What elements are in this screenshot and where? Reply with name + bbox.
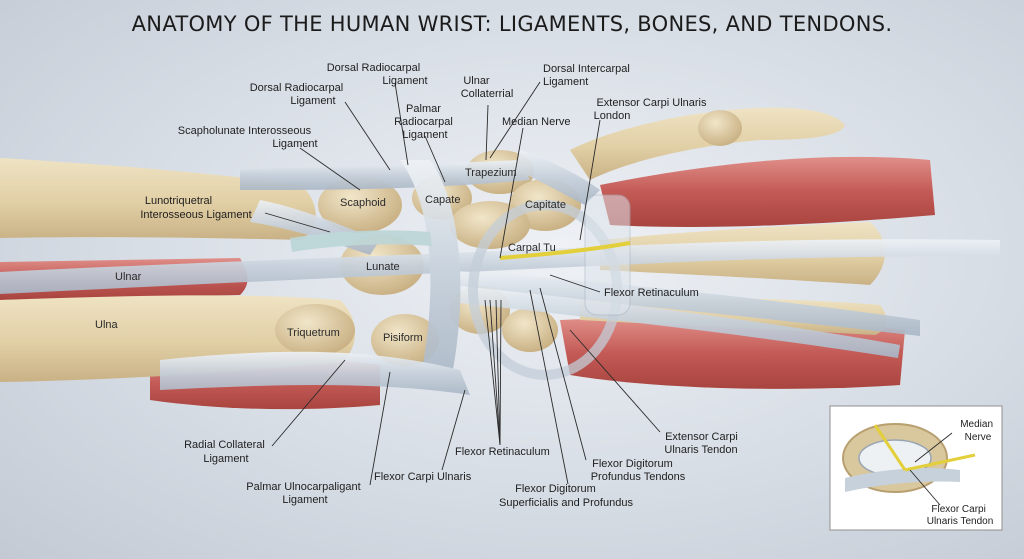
- label-triquetrum: Triquetrum: [287, 327, 340, 339]
- inset-nerve: [873, 424, 976, 472]
- retinaculum-sheath: [584, 194, 631, 316]
- inset-tendon: [845, 467, 960, 492]
- label-palmar-ulnocarpal: Palmar Ulnocarpaligant Ligament: [246, 481, 363, 506]
- inset-label-median-nerve: Median Nerve: [960, 419, 996, 443]
- label-ulnar-collateral: Ulnar Collaterrial: [461, 75, 514, 100]
- callouts: Dorsal Radiocarpal Ligament Dorsal Radio…: [140, 62, 741, 509]
- leader-lines: [264, 81, 661, 486]
- label-median-nerve: Median Nerve: [502, 116, 570, 128]
- tendon-band-2: [450, 285, 900, 358]
- muscle-upper-right: [600, 156, 935, 227]
- label-extensor-carpi-ulnaris-london: Extensor Carpi Ulnaris London: [594, 97, 710, 122]
- thumb-bone: [570, 107, 845, 180]
- page-title: ANATOMY OF THE HUMAN WRIST: LIGAMENTS, B…: [131, 12, 893, 36]
- label-palmar-radiocarpal: Palmar Radiocarpal Ligament: [394, 103, 456, 141]
- tendon-band-lower: [440, 270, 920, 336]
- label-scapholunate: Scapholunate Interosseous Ligament: [178, 125, 318, 150]
- label-flexor-digitorum-prof: Flexor Digitorum Profundus Tendons: [591, 458, 686, 483]
- label-dorsal-radiocarpal-2: Dorsal Radiocarpal Ligament: [327, 62, 428, 87]
- label-dorsal-radiocarpal-1: Dorsal Radiocarpal Ligament: [250, 82, 347, 107]
- label-extensor-carpi-ulnaris-tendon: Extensor Carpi Ulnaris Tendon: [664, 431, 741, 456]
- scaphoid-bone: [318, 177, 402, 233]
- radius-bone: [0, 158, 316, 240]
- tendon-band-mid: [0, 239, 1000, 294]
- pisiform-bone: [371, 314, 439, 366]
- label-flexor-retinaculum-bottom: Flexor Retinaculum: [455, 446, 550, 458]
- label-carpal-tu: Carpal Tu: [508, 242, 556, 254]
- label-flexor-retinaculum-right: Flexor Retinaculum: [604, 287, 699, 299]
- ligament-lower-fan: [160, 351, 470, 395]
- hamate-bone-2: [502, 308, 558, 352]
- label-scaphoid: Scaphoid: [340, 197, 386, 209]
- label-radial-collateral: Radial Collateral Ligament: [184, 439, 268, 465]
- interosseous-ligament: [290, 230, 432, 252]
- inset-cross-section: Median Nerve Flexor Carpi Ulnaris Tendon: [829, 405, 1003, 531]
- label-flexor-carpi-ulnaris: Flexor Carpi Ulnaris: [374, 471, 472, 483]
- ligament-upper-fan: [515, 150, 600, 205]
- label-lunotriquetral: Lunotriquetral Interosseous Ligament: [140, 195, 251, 221]
- label-capate: Capate: [425, 194, 460, 206]
- thumb-joint: [698, 110, 742, 146]
- label-capitate: Capitate: [525, 199, 566, 211]
- tendon-band-upper: [240, 160, 530, 190]
- ligament-diagonal-1: [400, 160, 461, 385]
- label-pisiform: Pisiform: [383, 332, 423, 344]
- triquetrum-bone: [275, 304, 355, 356]
- bone-labels: Scaphoid Capate Trapezium Capitate Lunat…: [95, 167, 566, 344]
- median-nerve: [499, 241, 631, 260]
- label-ulna: Ulna: [95, 319, 119, 331]
- inset-label-flexor-carpi: Flexor Carpi Ulnaris Tendon: [927, 504, 994, 527]
- label-ulnar: Ulnar: [115, 271, 142, 283]
- label-flexor-digitorum-sup: Flexor Digitorum Superficialis and Profu…: [499, 483, 633, 509]
- label-trapezium: Trapezium: [465, 167, 517, 179]
- label-dorsal-intercarpal: Dorsal Intercarpal Ligament: [543, 63, 633, 88]
- label-lunate: Lunate: [366, 261, 400, 273]
